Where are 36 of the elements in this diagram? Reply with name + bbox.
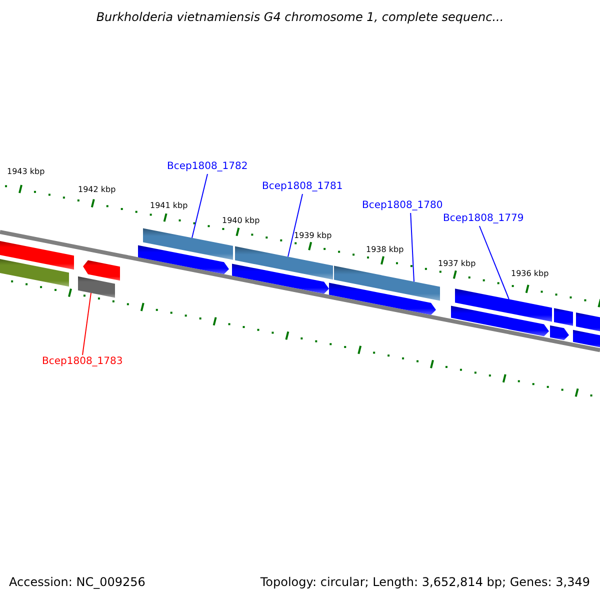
gene-feature [83,260,120,281]
gene-label: Bcep1808_1781 [262,181,343,193]
scale-label: 1937 kbp [438,259,476,269]
leader-line [410,212,414,282]
scale-label: 1939 kbp [294,231,332,241]
scale-label: 1943 kbp [7,167,45,177]
leader-line [82,292,92,356]
genome-summary: Topology: circular; Length: 3,652,814 bp; Genes: 3,349 [260,575,590,590]
gene-label: Bcep1808_1780 [362,200,443,212]
leader-line [478,226,510,300]
gene-feature [451,306,549,336]
gene-label: Bcep1808_1779 [443,213,524,225]
scale-label: 1936 kbp [511,269,549,279]
gene-feature [235,246,333,280]
gene-feature [334,266,440,301]
gene-feature [143,228,233,260]
gene-feature [329,282,436,315]
gene-feature [576,312,600,332]
scale-label: 1940 kbp [222,216,260,226]
gene-label: Bcep1808_1783 [42,356,123,368]
scale-label: 1938 kbp [366,245,404,255]
gene-feature [455,288,552,322]
scale-label: 1941 kbp [150,201,188,211]
gene-feature [550,325,569,340]
gene-feature [0,258,69,287]
gene-label: Bcep1808_1782 [167,161,248,173]
accession-text: Accession: NC_009256 [9,575,146,590]
gene-feature [0,240,74,270]
gene-feature [232,264,329,294]
title: Burkholderia vietnamiensis G4 chromosome 1, complete sequenc... [95,10,505,24]
gene-feature [138,245,229,274]
gene-feature [78,276,115,298]
scale-label: 1942 kbp [78,185,116,195]
gene-feature [554,308,573,326]
leader-line [192,174,208,238]
gene-feature [573,330,600,348]
